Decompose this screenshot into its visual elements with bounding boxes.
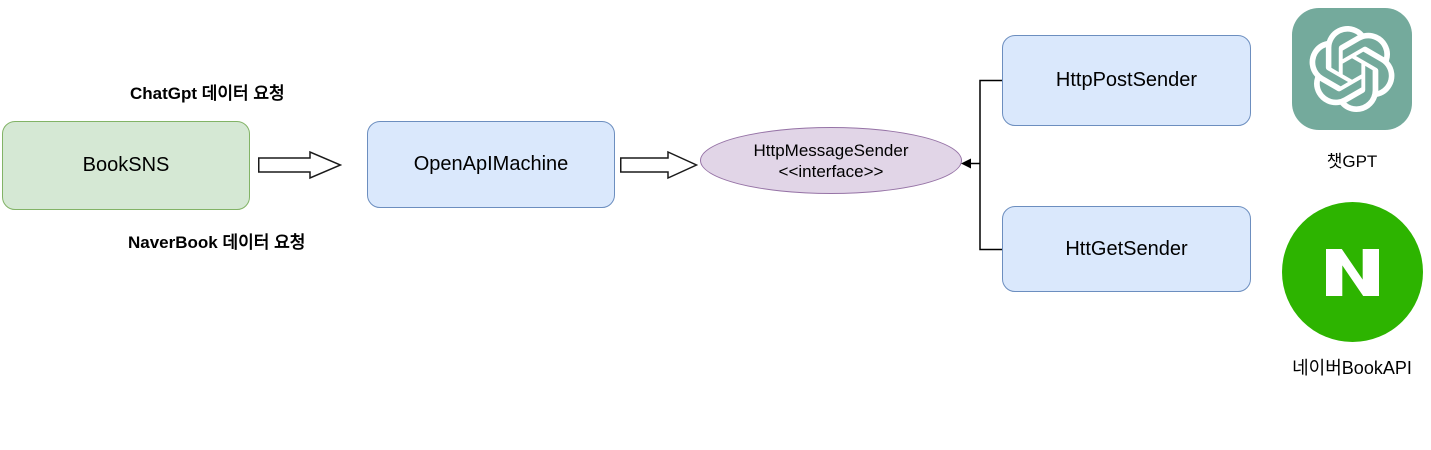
naver-logo (1282, 202, 1423, 342)
right-block-arrow-icon (258, 150, 342, 180)
node-httgetsender: HttGetSender (1002, 206, 1251, 292)
right-block-arrow-icon (620, 150, 698, 180)
label-chatgpt-data-request: ChatGpt 데이터 요청 (130, 84, 285, 103)
node-booksns-label: BookSNS (82, 154, 170, 176)
chatgpt-logo (1292, 8, 1412, 130)
interface-name-label: HttpMessageSender (753, 140, 909, 160)
block-arrow-openapi-to-interface (620, 150, 698, 180)
block-arrow-booksns-to-openapi (258, 150, 342, 180)
node-openapimachine-label: OpenApIMachine (413, 153, 569, 175)
chatgpt-caption: 챗GPT (1326, 152, 1378, 171)
naver-n-icon (1326, 248, 1379, 296)
interface-stereotype-label: <<interface>> (778, 161, 884, 181)
node-httppostsender-label: HttpPostSender (1055, 69, 1198, 91)
naver-caption: 네이버BookAPI (1292, 358, 1412, 378)
openai-knot-icon (1309, 26, 1395, 112)
node-openapimachine: OpenApIMachine (367, 121, 615, 208)
node-httgetsender-label: HttGetSender (1065, 237, 1188, 260)
node-httpmessagesender-interface: HttpMessageSender <<interface>> (700, 127, 962, 194)
bracket-line (979, 79, 1002, 251)
node-booksns: BookSNS (2, 121, 250, 210)
openai-knot-path (1309, 26, 1395, 112)
left-arrowhead-icon (961, 158, 971, 169)
label-naverbook-data-request: NaverBook 데이터 요청 (128, 233, 306, 252)
node-httppostsender: HttpPostSender (1002, 35, 1251, 126)
naver-n-glyph (1326, 248, 1379, 296)
connector-senders-to-interface (961, 79, 1002, 251)
